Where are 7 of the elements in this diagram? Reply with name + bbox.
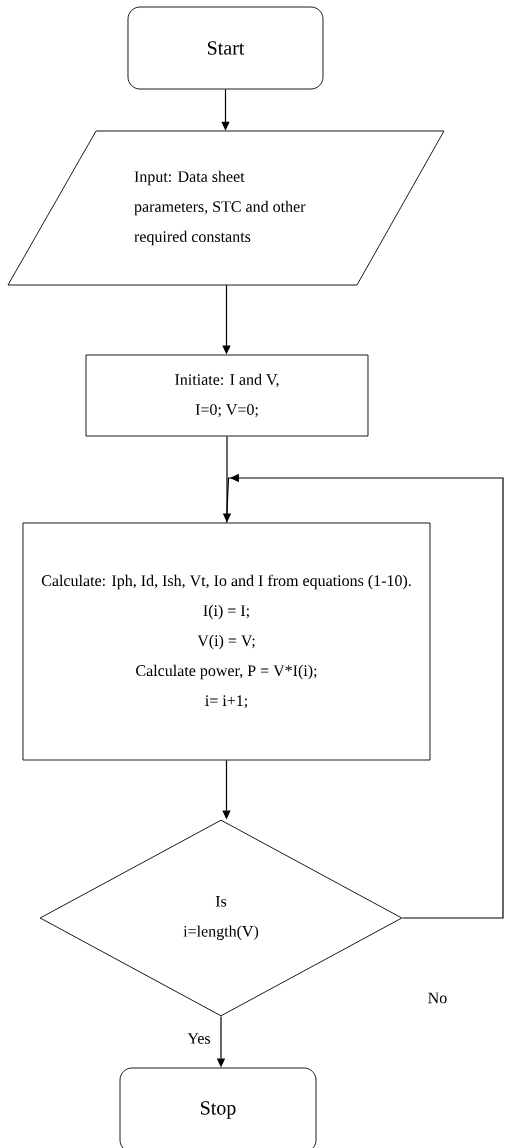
stop-terminal: Stop — [119, 1067, 317, 1148]
process-box: Initiate: I and V, I=0; V=0; — [85, 354, 369, 437]
input-parallelogram: Input: Data sheet parameters, STC and other required constants — [7, 130, 445, 286]
edge-label: Yes — [186, 1032, 212, 1045]
edge-label: No — [426, 991, 449, 1005]
process-box: Calculate: Iph, Id, Ish, Vt, Io and I from equations (1-10). I(i) = I; V(i) = V; Calculate power, P = V*I(i); i= i+1; — [22, 522, 431, 761]
start-terminal: Start — [127, 6, 324, 90]
